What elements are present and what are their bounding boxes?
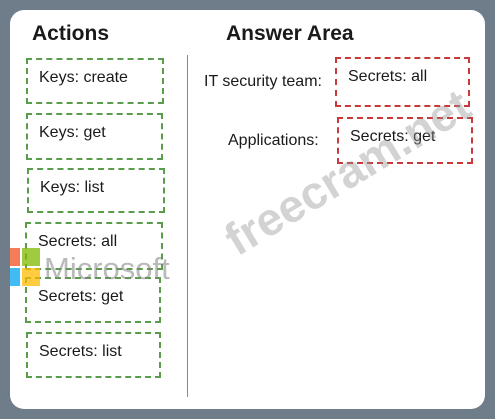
answer-area-heading: Answer Area bbox=[226, 22, 354, 45]
action-tile-secrets-list[interactable]: Secrets: list bbox=[26, 332, 161, 378]
actions-heading: Actions bbox=[32, 22, 110, 45]
drag-drop-panel: Actions Answer Area Keys: create Keys: g… bbox=[10, 10, 485, 409]
ms-logo-blue-square bbox=[10, 268, 20, 286]
action-tile-keys-list[interactable]: Keys: list bbox=[27, 168, 165, 213]
applications-drop-zone[interactable]: Secrets: get bbox=[337, 117, 473, 164]
action-tile-secrets-all[interactable]: Secrets: all bbox=[25, 222, 163, 270]
column-divider bbox=[187, 55, 188, 397]
action-tile-keys-get[interactable]: Keys: get bbox=[26, 113, 163, 160]
applications-label: Applications: bbox=[228, 132, 319, 149]
action-tile-keys-create[interactable]: Keys: create bbox=[26, 58, 164, 104]
action-tile-secrets-get[interactable]: Secrets: get bbox=[25, 277, 161, 323]
it-security-team-label: IT security team: bbox=[204, 73, 322, 90]
it-security-team-drop-zone[interactable]: Secrets: all bbox=[335, 57, 470, 107]
ms-logo-red-square bbox=[10, 248, 20, 266]
